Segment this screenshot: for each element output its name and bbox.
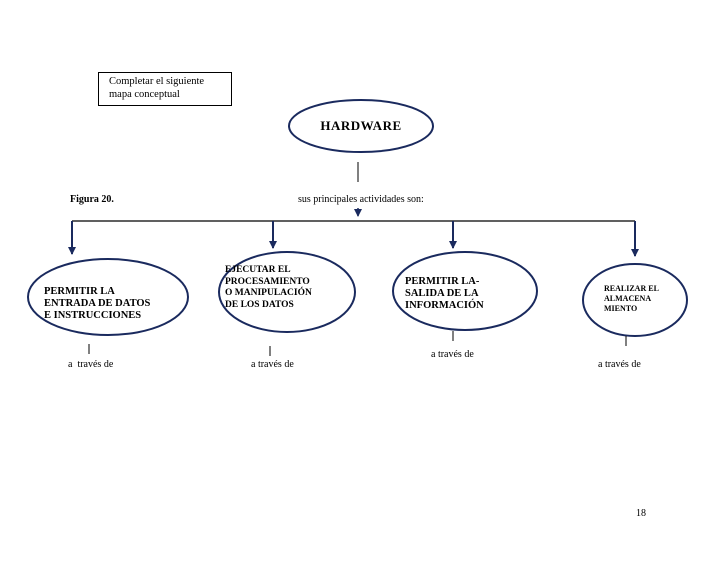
- activity-1-line-2: ENTRADA DE DATOS: [44, 298, 151, 309]
- page-number: 18: [636, 508, 646, 519]
- figure-label: Figura 20.: [70, 194, 114, 205]
- activity-ellipse-1: [27, 258, 189, 336]
- activity-4-line-3: MIENTO: [604, 304, 638, 313]
- via-label-2: a través de: [251, 359, 294, 370]
- root-label: HARDWARE: [320, 118, 402, 133]
- activity-2-line-4: DE LOS DATOS: [225, 299, 294, 310]
- activity-4-line-2: ALMACENA: [604, 294, 652, 303]
- activity-ellipse-3: [392, 251, 538, 331]
- activity-ellipse-2: [218, 251, 356, 333]
- activity-1-line-3: E INSTRUCCIONES: [44, 310, 142, 321]
- instruction-line-2: mapa conceptual: [109, 89, 180, 100]
- activity-2-text: EJECUTAR EL PROCESAMIENTO O MANIPULACIÓN…: [225, 265, 312, 311]
- activity-ellipse-4: [582, 263, 688, 337]
- activity-3-line-2: SALIDA DE LA: [405, 288, 479, 299]
- activity-3-text: PERMITIR LA- SALIDA DE LA INFORMACIÓN: [405, 276, 484, 312]
- activity-2-line-3: O MANIPULACIÓN: [225, 288, 312, 298]
- activity-4-text: REALIZAR EL ALMACENA MIENTO: [604, 284, 659, 314]
- instruction-line-1: Completar el siguiente: [109, 76, 205, 87]
- instruction-box: Completar el siguiente mapa conceptual: [98, 72, 232, 106]
- activity-3-line-3: INFORMACIÓN: [405, 300, 484, 311]
- activity-1-line-1: PERMITIR LA: [44, 286, 115, 297]
- via-label-3: a través de: [431, 349, 474, 360]
- via-label-4: a través de: [598, 359, 641, 370]
- activity-2-line-1: EJECUTAR EL: [225, 265, 291, 275]
- activity-4-line-1: REALIZAR EL: [604, 284, 659, 293]
- via-label-1: a través de: [68, 359, 114, 370]
- activity-3-line-1: PERMITIR LA-: [405, 276, 480, 287]
- root-ellipse: [288, 99, 434, 153]
- activity-1-text: PERMITIR LA ENTRADA DE DATOS E INSTRUCCI…: [44, 286, 150, 322]
- activity-2-line-2: PROCESAMIENTO: [225, 276, 310, 287]
- connector-label: sus principales actividades son:: [298, 194, 424, 205]
